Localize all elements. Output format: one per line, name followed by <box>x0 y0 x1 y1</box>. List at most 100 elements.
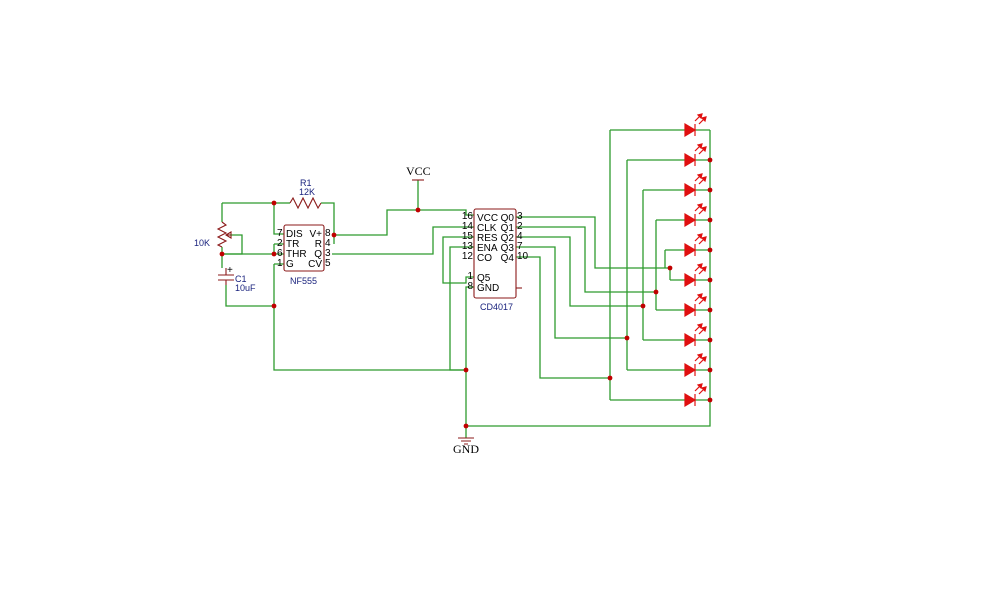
wire-q1 <box>516 226 656 293</box>
led-emit-arrowhead <box>696 293 703 300</box>
wire-pot-top <box>221 202 274 222</box>
wire-junction <box>707 277 713 283</box>
led-emit-arrowhead <box>700 266 707 273</box>
junctions <box>219 157 713 429</box>
led-5 <box>684 233 707 258</box>
wire-q4 <box>516 256 610 379</box>
wire-junction <box>640 303 646 309</box>
wire-gnd-4017 <box>465 286 474 438</box>
led-1 <box>684 113 707 138</box>
wire-clk <box>332 226 474 255</box>
ic555-pin-number: 4 <box>325 238 331 249</box>
ic4017-pin-label: ENA <box>477 243 498 254</box>
led-4 <box>684 203 707 228</box>
ic4017-pin-number: 1 <box>467 271 473 282</box>
gnd-label: GND <box>453 442 479 456</box>
led-9 <box>684 353 707 378</box>
wire-q2 <box>516 236 643 307</box>
led-triangle <box>684 212 697 228</box>
ic555-body <box>283 224 325 272</box>
led-emit-arrowhead <box>700 386 707 393</box>
ic555-pin-label: Q <box>314 249 322 260</box>
wire-junction <box>707 367 713 373</box>
led-emit-arrowhead <box>700 146 707 153</box>
led-triangle <box>684 182 697 198</box>
led-emit-arrowhead <box>700 296 707 303</box>
ic4017-pin-label: Q3 <box>501 243 515 254</box>
wire-junction <box>653 289 659 295</box>
ic4017-pin-label: GND <box>477 283 499 294</box>
led-triangle <box>684 302 697 318</box>
ic555-pin-number: 5 <box>325 258 331 269</box>
ic555-pin-label: THR <box>286 249 307 260</box>
wire-junction <box>667 265 673 271</box>
wire-junction <box>707 217 713 223</box>
led-triangle <box>684 362 697 378</box>
c1-value: 10uF <box>235 283 256 293</box>
wire-gnd-bus <box>466 130 711 427</box>
wire-bus-656 <box>655 219 685 311</box>
led-emit-arrowhead <box>700 206 707 213</box>
wire-junction <box>707 307 713 313</box>
wire-junction <box>271 200 277 206</box>
wire-g <box>273 263 466 371</box>
ic555-pin-label: CV <box>308 259 322 270</box>
wire-junction <box>707 397 713 403</box>
wire-pot-wiper <box>222 234 243 255</box>
ic4017-pin-number: 12 <box>462 251 474 262</box>
wire-r1-right <box>321 202 335 235</box>
wire-bus-610 <box>609 129 685 401</box>
ic4017-pin-number: 4 <box>517 231 523 242</box>
led-2 <box>684 143 707 168</box>
led-3 <box>684 173 707 198</box>
ic4017-pin-label: VCC <box>477 213 498 224</box>
wire-junction <box>624 335 630 341</box>
wire-junction <box>415 207 421 213</box>
ic4017-pin-number: 16 <box>462 211 474 222</box>
ic4017-pin-number: 14 <box>462 221 474 232</box>
ic555-pin-label: TR <box>286 239 299 250</box>
ic555-name: NF555 <box>290 276 317 286</box>
ic4017-pin-label: Q4 <box>501 253 515 264</box>
wire-res <box>442 236 474 284</box>
led-triangle <box>684 332 697 348</box>
ic4017-body <box>473 208 517 299</box>
ic555-pin-number: 1 <box>277 258 283 269</box>
r1-ref: R1 <box>300 178 312 188</box>
vcc-label: VCC <box>406 164 431 178</box>
wire-dis <box>273 203 284 235</box>
ic555-pin-label: V+ <box>309 229 322 240</box>
ic4017-pin-number: 13 <box>462 241 474 252</box>
ic555-pin-number: 7 <box>277 228 283 239</box>
wire-junction <box>707 247 713 253</box>
ic555-pin-number: 2 <box>277 238 283 249</box>
ic4017-pin-label: RES <box>477 233 498 244</box>
gnd-symbol <box>458 437 474 445</box>
wire-bus-670 <box>664 249 685 281</box>
led-emit-arrowhead <box>696 233 703 240</box>
led-7 <box>684 293 707 318</box>
ic4017-pin-number: 3 <box>517 211 523 222</box>
led-triangle <box>684 122 697 138</box>
led-emit-arrowhead <box>696 263 703 270</box>
wire-junction <box>463 423 469 429</box>
ic4017-pin-number: 8 <box>467 281 473 292</box>
wire-junction <box>707 157 713 163</box>
wire-junction <box>707 187 713 193</box>
led-emit-arrowhead <box>696 323 703 330</box>
wire-bus-627 <box>626 159 685 371</box>
ic555-pin-number: 8 <box>325 228 331 239</box>
c1-plus-sign: + <box>227 265 233 276</box>
led-emit-arrowhead <box>696 383 703 390</box>
leds <box>684 113 707 408</box>
led-triangle <box>684 392 697 408</box>
labels: R1 12K 10K C1 10uF + NF555 CD4017 VCC GN… <box>194 164 513 456</box>
c1-ref: C1 <box>235 274 247 284</box>
led-emit-arrowhead <box>700 176 707 183</box>
led-6 <box>684 263 707 288</box>
ic555-pin-label: G <box>286 259 294 270</box>
led-emit-arrowhead <box>696 173 703 180</box>
